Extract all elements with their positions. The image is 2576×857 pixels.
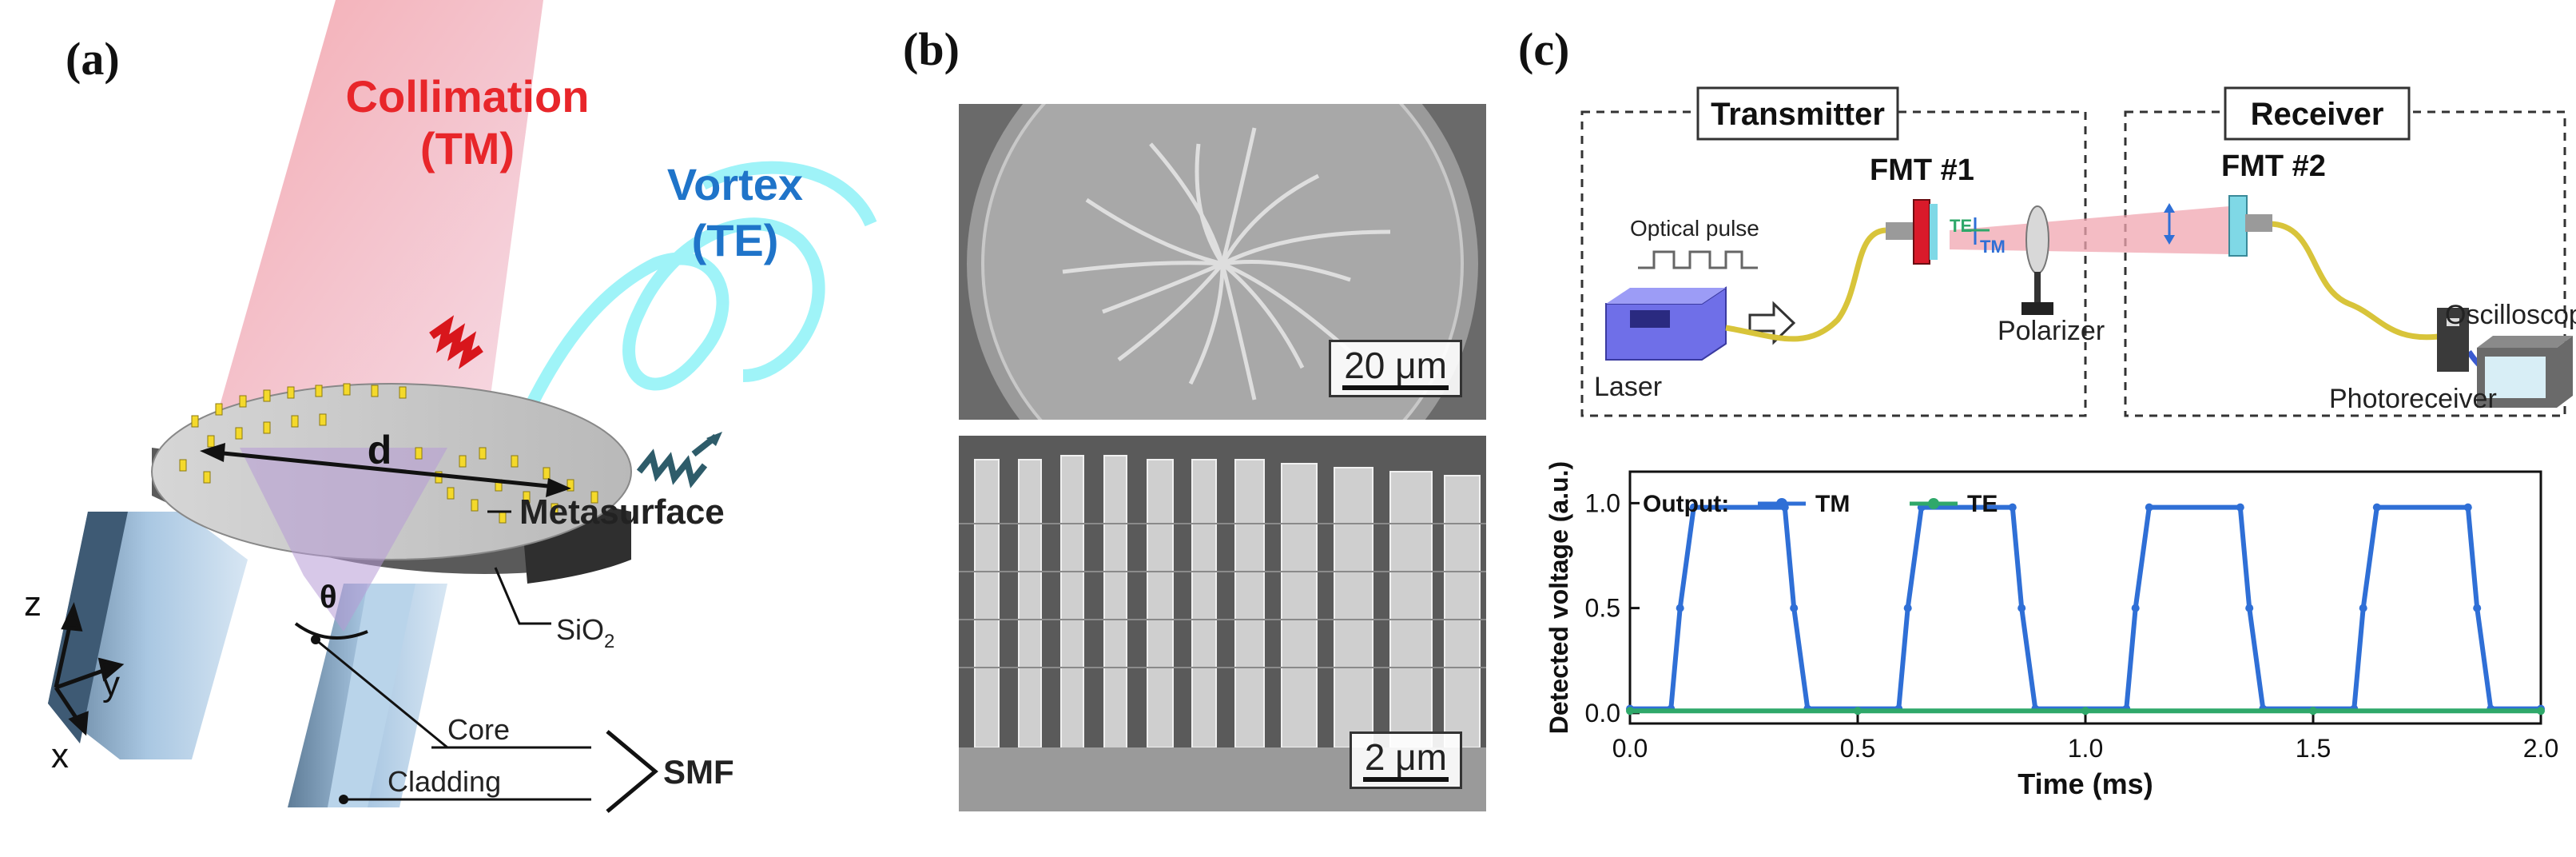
y-axis-label: Detected voltage (a.u.) [1544,461,1573,734]
y-tick-label: 1.0 [1585,488,1620,517]
fmt2-label: FMT #2 [2221,149,2326,183]
scale-label-bottom: 2 μm [1364,736,1447,778]
tm-wave-glyph [429,315,483,369]
data-point-tm [2236,503,2244,512]
data-point-tm [1903,604,1912,612]
legend-marker-te [1928,498,1939,509]
sem-nanopillars-side-view [959,436,1486,811]
photoreceiver-label: Photoreceiver [2329,384,2497,414]
x-tick-label: 0.5 [1840,734,1875,763]
cladding-label: Cladding [388,765,501,798]
sem-image-top: 20 μm [959,104,1486,420]
x-tick-label: 1.5 [2296,734,2331,763]
sio2-subscript: 2 [604,631,614,652]
collimated-beam [208,0,543,480]
data-point-te [1854,707,1862,715]
polarizer-label: Polarizer [1998,316,2105,346]
collimation-tm-label: (TM) [420,123,515,173]
vortex-label: Vortex [667,159,803,209]
legend-title: Output: [1643,491,1729,517]
axis-z-label: z [24,584,42,624]
data-point-tm [2017,604,2026,612]
te-wave-glyph [636,448,708,488]
data-point-tm [2372,503,2381,512]
x-axis-label: Time (ms) [2017,767,2153,800]
y-tick-label: 0.0 [1585,699,1620,727]
scale-bar-top: 20 μm [1329,340,1462,397]
smf-label: SMF [663,753,734,791]
transmit-fiber [1725,227,1886,342]
sem-image-bottom: 2 μm [959,436,1486,811]
y-tick-label: 0.5 [1585,594,1620,623]
x-tick-label: 2.0 [2523,734,2558,763]
legend-label-tm: TM [1815,491,1850,517]
data-point-te [2537,707,2545,715]
fmt1-label: FMT #1 [1870,153,1974,187]
data-point-tm [1790,604,1799,612]
receiver-label: Receiver [2251,97,2384,132]
receive-fiber [2268,221,2446,341]
svg-text:SiO2: SiO2 [556,613,614,652]
panel-c: (c) Transmitter Receiver FMT #1 TE TM [1518,0,2576,857]
data-point-tm [2008,503,2017,512]
legend-marker-tm [1776,498,1787,509]
transmitter-label: Transmitter [1711,97,1885,132]
scale-label-top: 20 μm [1344,345,1447,386]
data-point-tm [2463,503,2472,512]
data-point-tm [1689,503,1698,512]
oscilloscope-label: Oscilloscope [2445,300,2576,330]
scale-bar-bottom: 2 μm [1349,731,1462,789]
x-tick-label: 1.0 [2068,734,2103,763]
data-point-tm [1676,604,1684,612]
sio2-label: SiO [556,613,604,646]
legend-label-te: TE [1967,491,1998,517]
free-space-beam [1950,206,2229,254]
tm-label: TM [1980,237,2006,257]
coordinate-axes [54,602,125,736]
core-label: Core [447,713,510,746]
experiment-setup-diagram: Transmitter Receiver FMT #1 TE TM [1580,86,2576,417]
metasurface-label: Metasurface [519,492,725,532]
fiber-metasurface-illustration: Collimation (TM) Vortex (TE) d Metasurfa… [24,0,877,813]
x-tick-label: 0.0 [1612,734,1648,763]
series-line-tm [1630,504,2541,712]
data-point-tm [2131,604,2140,612]
vortex-te-label: (TE) [692,215,779,265]
data-point-te [2081,707,2089,715]
panel-c-label: (c) [1518,23,1570,75]
panel-b-label: (b) [903,23,960,75]
collimation-label: Collimation [346,71,590,122]
panel-a: (a) [0,0,903,857]
nanopillars [179,383,598,524]
te-label: TE [1950,216,1972,236]
panel-a-label: (a) [66,33,120,85]
axis-y-label: y [102,664,120,704]
data-point-te [2309,707,2317,715]
theta-arc [294,622,368,640]
data-point-tm [2473,604,2482,612]
optical-pulse-wave [1638,250,1758,269]
diameter-label: d [368,428,392,472]
data-point-tm [2359,604,2367,612]
axis-x-label: x [51,736,69,775]
theta-label: θ [320,580,337,615]
panel-b: (b) 20 μm [903,0,1534,857]
data-point-tm [2145,503,2153,512]
data-point-tm [2245,604,2254,612]
vortex-beam [505,161,877,451]
diameter-arrow [207,449,564,490]
data-point-te [1626,707,1634,715]
laser-label: Laser [1594,372,1662,402]
optical-pulse-label: Optical pulse [1630,216,1759,241]
